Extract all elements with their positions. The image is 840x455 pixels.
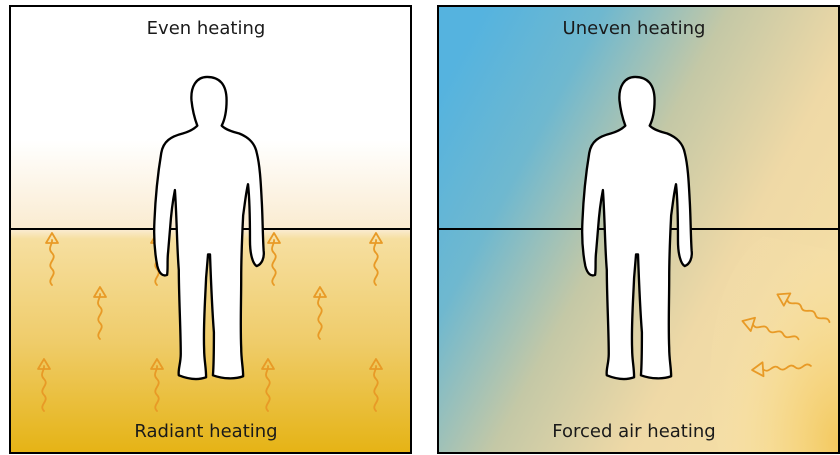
uneven-heating-label: Uneven heating	[428, 18, 840, 40]
forced-air-heating-label: Forced air heating	[428, 421, 840, 443]
radiant-heating-label: Radiant heating	[0, 421, 412, 443]
radiant-heating-illustration	[0, 0, 412, 455]
even-heating-label: Even heating	[0, 18, 412, 40]
forced-air-heating-illustration	[428, 0, 840, 455]
forced-air-heating-panel: Uneven heating Forced air heating	[428, 0, 840, 455]
radiant-heating-panel: Even heating Radiant heating	[0, 0, 412, 455]
